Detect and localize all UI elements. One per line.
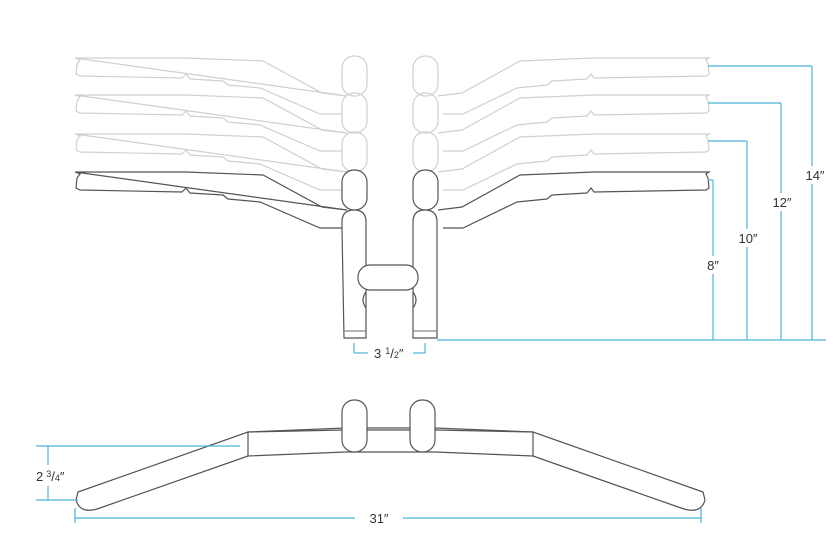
top-view-right-riser	[409, 399, 436, 453]
handlebar-12in-outline	[74, 92, 710, 152]
rise-8-label: 8″	[707, 258, 719, 273]
handlebar-14in-outline	[74, 55, 710, 115]
rise-14-label: 14″	[805, 168, 824, 183]
riser-clamp	[357, 264, 419, 291]
right-riser	[412, 209, 438, 339]
pullback-dimension-line	[36, 445, 240, 501]
handlebar-top-view	[75, 399, 706, 511]
rise-12-label: 12″	[772, 195, 791, 210]
riser-spacing-dimension-line	[353, 343, 426, 354]
handlebar-8in-outline	[74, 169, 710, 339]
left-riser	[341, 209, 367, 339]
width-dimension-line	[74, 508, 702, 523]
rise-10-label: 10″	[738, 231, 757, 246]
top-view-left-riser	[341, 399, 368, 453]
width-label: 31″	[369, 511, 388, 526]
